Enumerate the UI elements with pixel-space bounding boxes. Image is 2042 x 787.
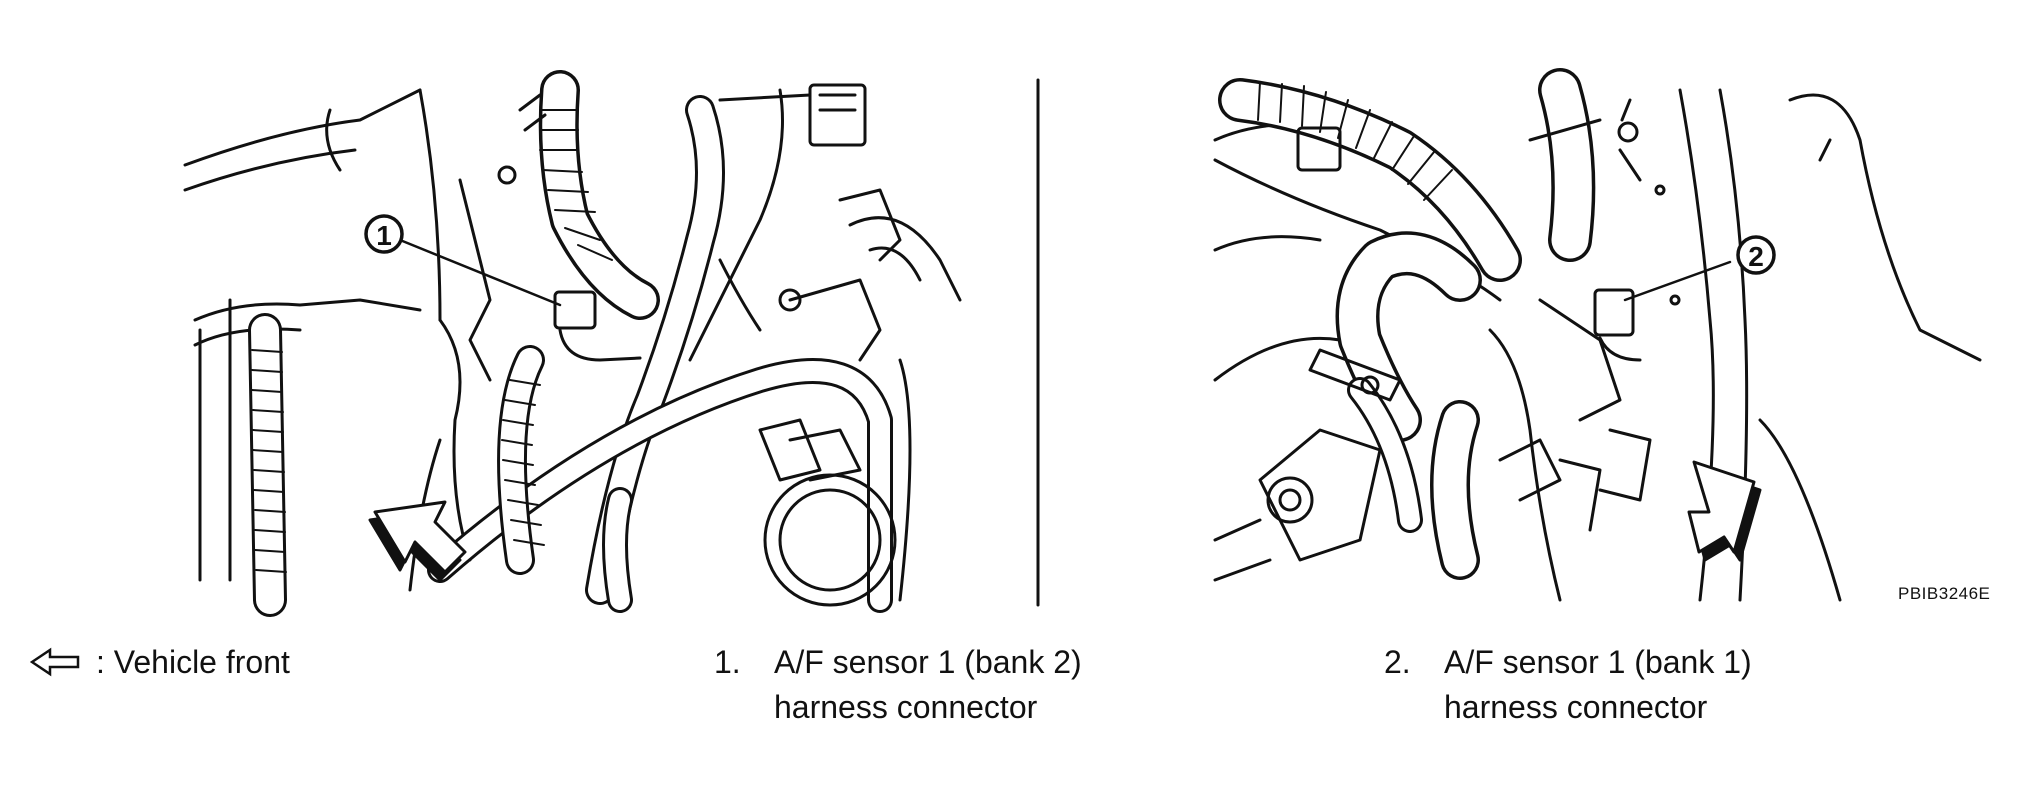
- legend-item-1: 1. A/F sensor 1 (bank 2) harness connect…: [714, 640, 1082, 730]
- legend-item-1-number: 1.: [714, 644, 741, 680]
- callout-2-number: 2: [1748, 241, 1764, 272]
- legend-item-2-line1: A/F sensor 1 (bank 1): [1444, 644, 1752, 680]
- legend-item-2-number: 2.: [1384, 644, 1411, 680]
- legend-item-2-line2: harness connector: [1444, 688, 1708, 725]
- callout-1: 1: [364, 214, 404, 254]
- right-engine-view: [1213, 68, 1982, 602]
- legend-item-1-line2: harness connector: [774, 688, 1038, 725]
- legend-item-1-line1: A/F sensor 1 (bank 2): [774, 644, 1082, 680]
- left-arrow-outline-icon: [30, 648, 80, 677]
- left-engine-view: [183, 70, 962, 617]
- figure-code: PBIB3246E: [1898, 584, 1991, 603]
- vehicle-front-legend: : Vehicle front: [30, 640, 290, 685]
- vehicle-front-label: : Vehicle front: [96, 644, 290, 680]
- callout-2: 2: [1736, 235, 1776, 275]
- engine-illustration: 1 2: [183, 68, 1982, 617]
- callout-1-number: 1: [376, 220, 392, 251]
- vehicle-front-arrow-left: [368, 500, 467, 582]
- vehicle-front-arrow-right: [1687, 460, 1762, 562]
- legend-item-2: 2. A/F sensor 1 (bank 1) harness connect…: [1384, 640, 1752, 730]
